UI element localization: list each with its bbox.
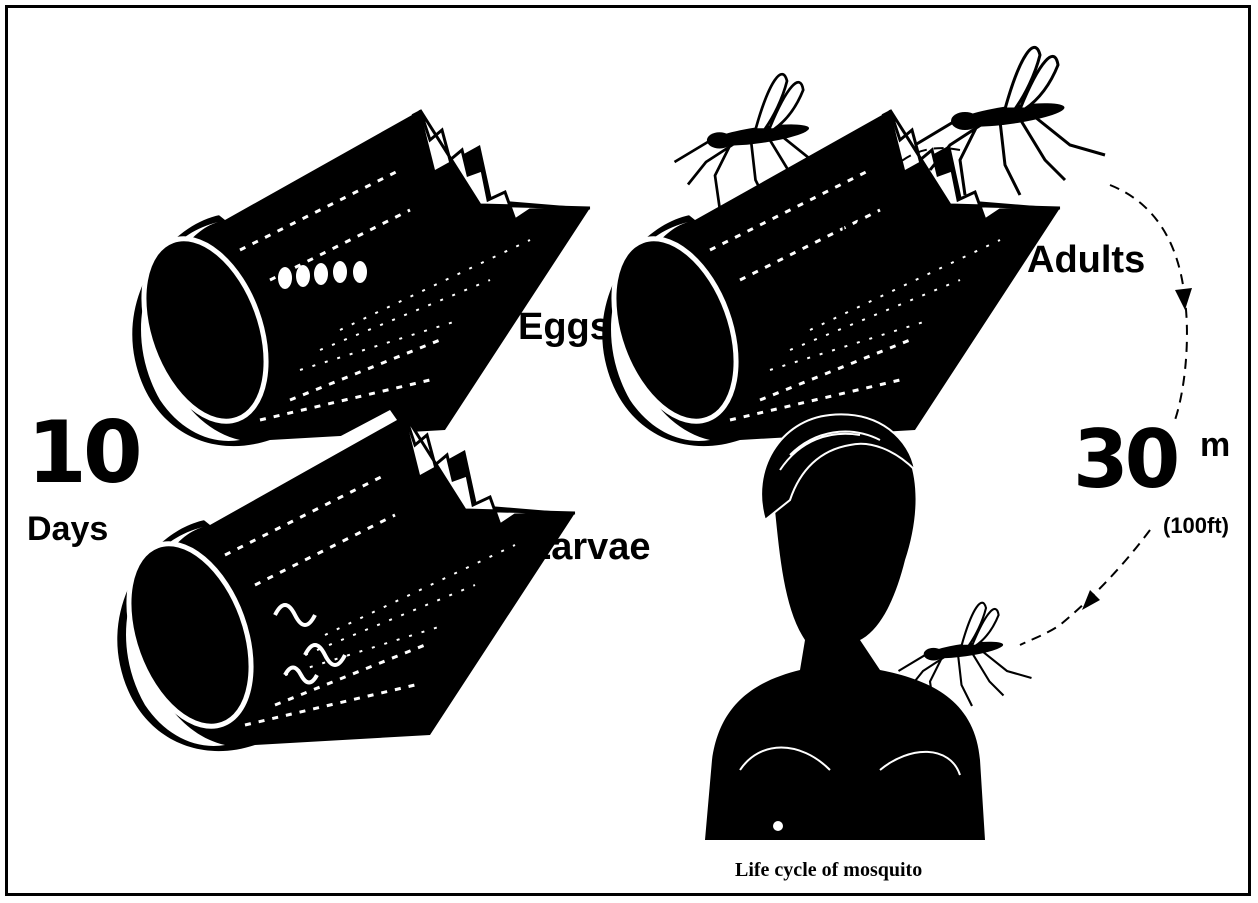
larvae-label: Larvae <box>528 528 651 566</box>
eggs-label: Eggs <box>518 308 611 346</box>
distance-feet: (100ft) <box>1163 515 1229 537</box>
days-label: Days <box>27 512 108 546</box>
distance-unit: m <box>1200 428 1230 462</box>
can-with-eggs <box>121 105 590 446</box>
figure-caption: Life cycle of mosquito <box>735 860 922 880</box>
adults-label: Adults <box>1027 241 1145 279</box>
dot-marker <box>513 548 519 554</box>
can-with-adults <box>591 105 1060 446</box>
days-number: 10 <box>27 410 139 496</box>
human-figure <box>705 412 985 840</box>
distance-number: 30 <box>1073 420 1176 500</box>
can-with-larvae <box>106 410 575 751</box>
